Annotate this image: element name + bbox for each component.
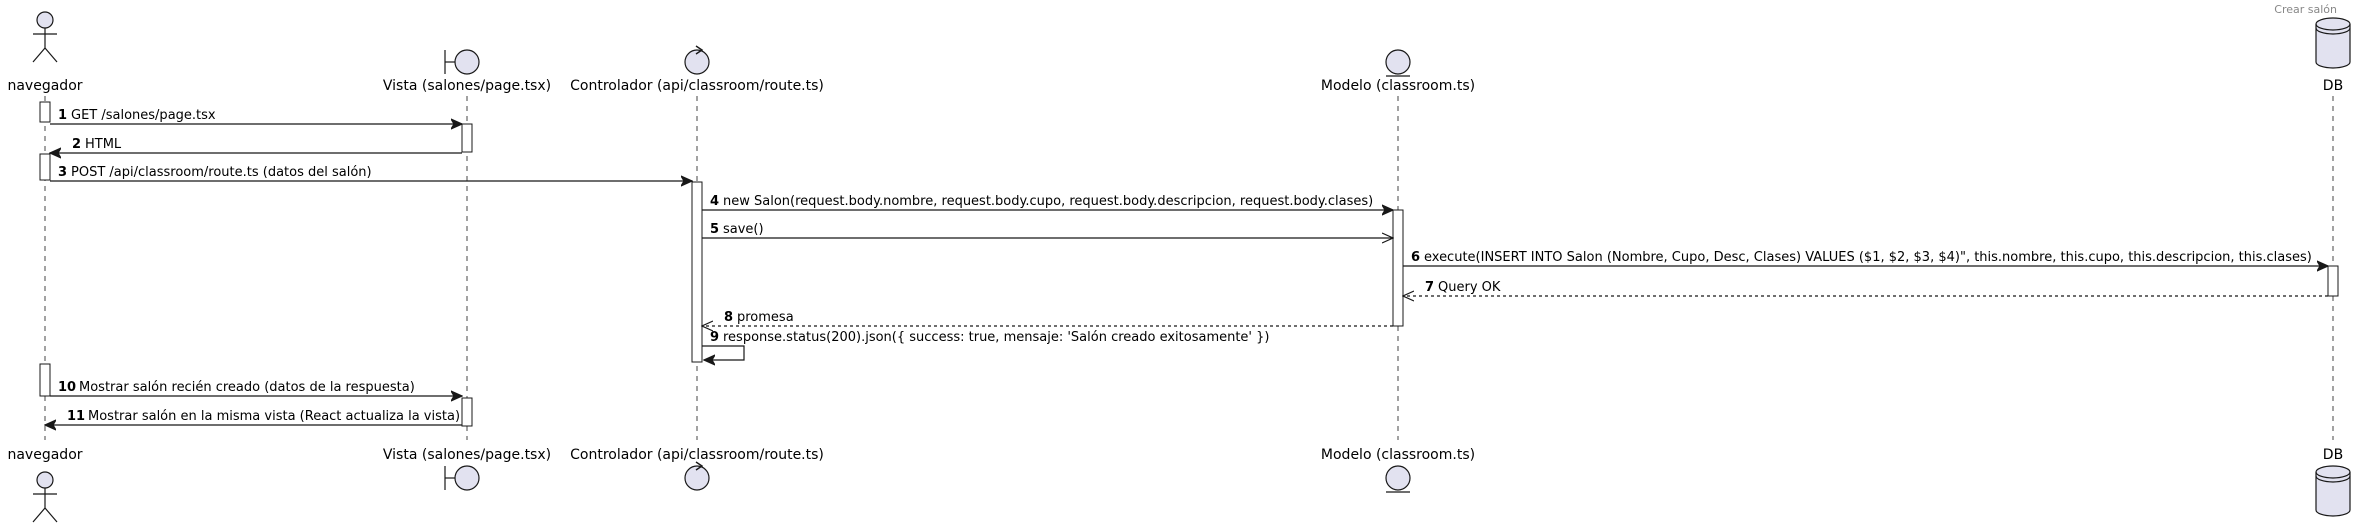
message-number: 4 [710,194,719,209]
boundary-icon [444,465,480,491]
participant-label-bottom-db: DB [2323,447,2343,463]
activation-bar-vista [461,397,473,427]
message-label: execute(INSERT INTO Salon (Nombre, Cupo,… [1424,250,2312,265]
message-label: response.status(200).json({ success: tru… [723,330,1269,345]
message-label: Mostrar salón en la misma vista (React a… [88,409,460,424]
database-icon [2315,465,2351,517]
message-label: GET /salones/page.tsx [71,108,216,123]
activation-bar-navegador [39,101,51,123]
control-icon [684,461,710,491]
message-number: 9 [710,330,719,345]
participant-label-bottom-controlador: Controlador (api/classroom/route.ts) [570,447,824,463]
message-label: save() [723,222,764,237]
actor-icon [32,471,58,523]
participant-label-top-vista: Vista (salones/page.tsx) [383,78,551,94]
message-number: 2 [72,137,81,152]
actor-icon [32,11,58,63]
activation-bar-db [2327,265,2339,297]
message-5: 5 save() [702,222,1393,238]
message-8: 8 promesa [702,310,1393,326]
message-label: POST /api/classroom/route.ts (datos del … [71,165,372,180]
message-1: 1 GET /salones/page.tsx [50,108,462,124]
database-icon [2315,17,2351,69]
message-3: 3 POST /api/classroom/route.ts (datos del… [50,165,692,181]
participant-label-top-modelo: Modelo (classroom.ts) [1321,78,1475,94]
message-label: promesa [737,310,794,325]
participant-label-top-db: DB [2323,78,2343,94]
message-number: 3 [58,165,67,180]
message-number: 7 [1425,280,1434,295]
participant-label-top-controlador: Controlador (api/classroom/route.ts) [570,78,824,94]
control-icon [684,45,710,75]
message-number: 6 [1411,250,1420,265]
message-label: Mostrar salón recién creado (datos de la… [79,380,415,395]
participant-label-bottom-vista: Vista (salones/page.tsx) [383,447,551,463]
message-7: 7 Query OK [1403,280,2328,296]
message-2: 2 HTML [50,137,462,153]
message-number: 5 [710,222,719,237]
participant-label-bottom-navegador: navegador [7,447,82,463]
participant-label-bottom-modelo: Modelo (classroom.ts) [1321,447,1475,463]
message-number: 10 [58,380,76,395]
message-label: Query OK [1438,280,1501,295]
boundary-icon [444,49,480,75]
participant-label-top-navegador: navegador [7,78,82,94]
message-number: 8 [724,310,733,325]
message-4: 4 new Salon(request.body.nombre, request.… [702,194,1393,210]
message-9: 9 response.status(200).json({ success: tr… [702,330,1269,360]
activation-bar-navegador [39,363,51,397]
message-label: HTML [85,137,122,152]
activation-bar-navegador [39,153,51,181]
entity-icon [1385,465,1411,493]
diagram-header-title: Crear salón [2274,3,2337,16]
activation-bar-controlador [691,181,703,363]
message-number: 1 [58,108,67,123]
activation-bar-vista [461,123,473,153]
activation-bar-modelo [1392,209,1404,327]
message-label: new Salon(request.body.nombre, request.b… [723,194,1373,209]
entity-icon [1385,49,1411,77]
message-6: 6 execute(INSERT INTO Salon (Nombre, Cupo… [1403,250,2328,266]
message-number: 11 [67,409,85,424]
